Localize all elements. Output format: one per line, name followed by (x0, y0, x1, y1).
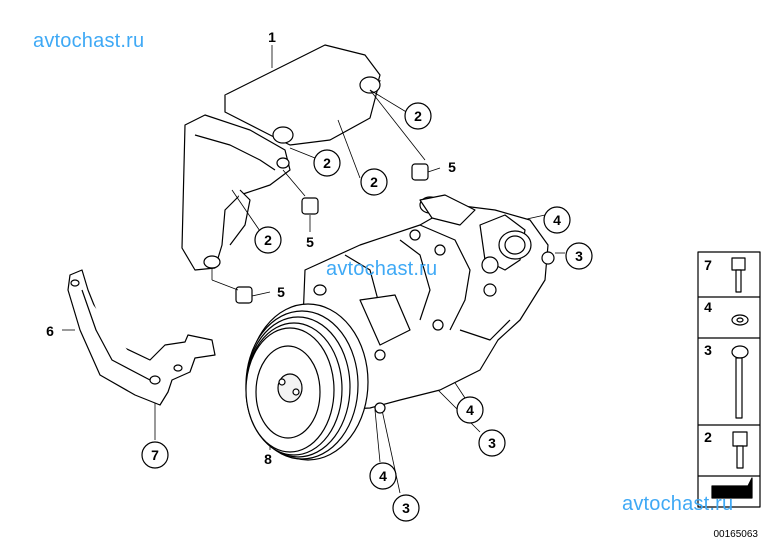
callout-4b: 4 (466, 402, 474, 418)
callout-2d: 2 (264, 232, 272, 248)
legend-label-2: 2 (704, 429, 712, 445)
callouts: 1 2 2 2 2 5 5 5 4 3 4 3 4 3 6 7 8 7 4 3 … (46, 29, 712, 522)
callout-2a: 2 (414, 108, 422, 124)
callout-2b: 2 (323, 155, 331, 171)
legend-label-3: 3 (704, 342, 712, 358)
drawing-number: 00165063 (713, 529, 759, 540)
callout-2c: 2 (370, 174, 378, 190)
sleeve-part-5 (235, 163, 429, 304)
fastener-legend (697, 251, 761, 508)
callout-5a: 5 (448, 159, 456, 175)
callout-1: 1 (268, 29, 276, 45)
watermark-bottom-right: avtochast.ru (622, 493, 734, 515)
watermark-center: avtochast.ru (326, 258, 438, 280)
callout-7: 7 (151, 447, 159, 463)
watermark-top-left: avtochast.ru (33, 30, 145, 52)
legend-label-7: 7 (704, 257, 712, 273)
support-bracket (67, 269, 216, 406)
callout-4a: 4 (553, 212, 561, 228)
callout-5b: 5 (306, 234, 314, 250)
callout-8: 8 (264, 451, 272, 467)
callout-3b: 3 (488, 435, 496, 451)
callout-4c: 4 (379, 468, 387, 484)
legend-label-4: 4 (704, 299, 712, 315)
callout-6: 6 (46, 323, 54, 339)
callout-5c: 5 (277, 284, 285, 300)
pulley (245, 303, 369, 461)
callout-3c: 3 (402, 500, 410, 516)
callout-3a: 3 (575, 248, 583, 264)
